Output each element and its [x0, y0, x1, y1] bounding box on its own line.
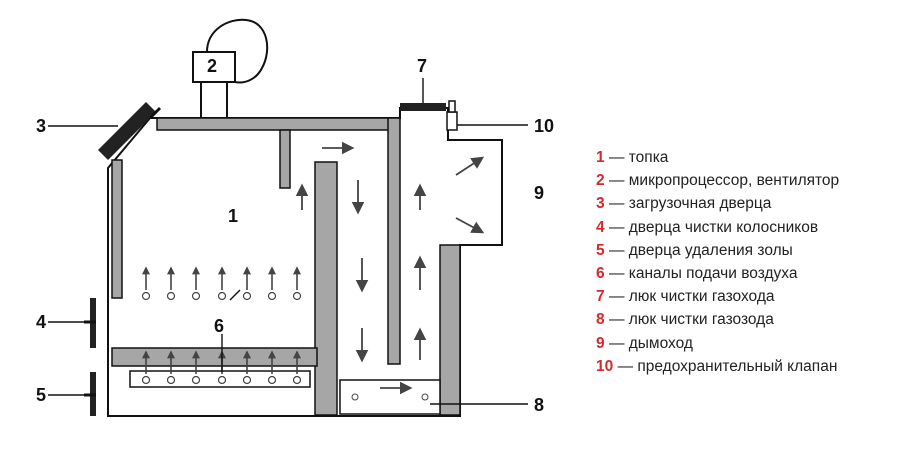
grate-bar [111, 347, 318, 367]
inner-baffle [279, 129, 291, 189]
leader-lines [48, 78, 528, 405]
legend-item: 6 — каналы подачи воздуха [596, 265, 798, 283]
callout-2: 2 [207, 56, 217, 76]
air-nozzles-lower [141, 375, 302, 385]
safety-valve [446, 100, 458, 131]
callout-10: 10 [534, 116, 554, 136]
legend-item: 9 — дымоход [596, 334, 693, 352]
right-divider [387, 117, 401, 365]
legend-item: 3 — загрузочная дверца [596, 195, 772, 213]
loading-door-lock [148, 106, 162, 120]
left-wall-fill [111, 159, 123, 299]
callout-6: 6 [214, 316, 224, 336]
legend-item: 10 — предохранительный клапан [596, 357, 838, 375]
callout-1: 1 [228, 206, 238, 226]
loading-door [98, 102, 156, 160]
legend-item: 4 — дверца чистки колосников [596, 218, 819, 236]
gas-flow-arrows [295, 141, 485, 395]
legend-item: 8 — люк чистки газозода [596, 311, 774, 329]
fan-neck [200, 81, 228, 119]
callout-4: 4 [36, 312, 46, 332]
legend: 1 — топка 2 — микропроцессор, вентилятор… [596, 146, 839, 378]
legend-item: 2 — микропроцессор, вентилятор [596, 172, 840, 190]
top-baffle [156, 117, 398, 131]
legend-item: 1 — топка [596, 149, 669, 166]
air-nozzles-upper [141, 291, 302, 301]
right-outer-wall [439, 244, 461, 416]
flue-cleaning-hatch [400, 103, 446, 111]
legend-item: 7 — люк чистки газохода [596, 288, 775, 306]
fan-box [192, 51, 236, 83]
callout-9: 9 [534, 183, 544, 203]
callout-5: 5 [36, 385, 46, 405]
callout-8: 8 [534, 395, 544, 415]
callout-3: 3 [36, 116, 46, 136]
callout-7: 7 [417, 56, 427, 76]
legend-item: 5 — дверца удаления золы [596, 241, 793, 259]
fan-housing [206, 18, 269, 84]
center-divider [314, 161, 338, 416]
